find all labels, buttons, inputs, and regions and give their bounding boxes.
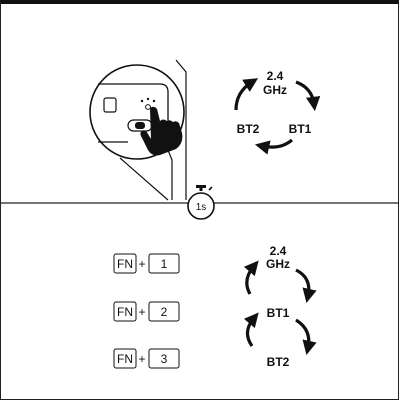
device-button-press-icon [89, 59, 187, 201]
top-cycle-diagram: 2.4 GHz BT2 BT1 [234, 69, 321, 155]
bottom-cycle-label-2.4: 2.4 [270, 244, 287, 258]
timer-label: 1s [196, 202, 207, 213]
combo-row-1: FN + 1 [113, 253, 180, 274]
plus-sign: + [138, 257, 145, 271]
combo-row-2: FN + 2 [113, 301, 180, 322]
top-cycle-arrow-right [295, 80, 321, 112]
top-cycle-label-bt2: BT2 [237, 122, 260, 136]
bottom-cycle-label-bt2: BT2 [267, 355, 290, 369]
top-cycle-arrow-left [234, 78, 259, 111]
stopwatch-icon: 1s [187, 185, 215, 220]
plus-sign: + [138, 305, 145, 319]
fn-key-label: FN [117, 305, 133, 319]
top-cycle-label-ghz: GHz [263, 83, 287, 97]
bottom-cycle-arrow-left-2 [243, 312, 259, 347]
bottom-cycle-label-bt1: BT1 [267, 306, 290, 320]
combo-row-3: FN + 3 [113, 348, 180, 369]
plus-sign: + [138, 352, 145, 366]
fn-key-label: FN [117, 352, 133, 366]
bottom-cycle-label-ghz: GHz [266, 257, 290, 271]
bottom-cycle-diagram: 2.4 GHz BT1 BT2 [243, 244, 317, 369]
number-key-label: 1 [161, 257, 168, 271]
top-cycle-label-bt1: BT1 [289, 122, 312, 136]
bottom-cycle-arrow-right-1 [295, 268, 317, 304]
bottom-cycle-arrow-right-2 [295, 318, 317, 356]
number-key-label: 2 [161, 305, 168, 319]
fn-key-label: FN [117, 257, 133, 271]
top-cycle-arrow-bottom [254, 138, 294, 155]
bottom-cycle-arrow-left-1 [243, 260, 259, 295]
top-cycle-label-2.4: 2.4 [267, 69, 284, 83]
number-key-label: 3 [161, 352, 168, 366]
